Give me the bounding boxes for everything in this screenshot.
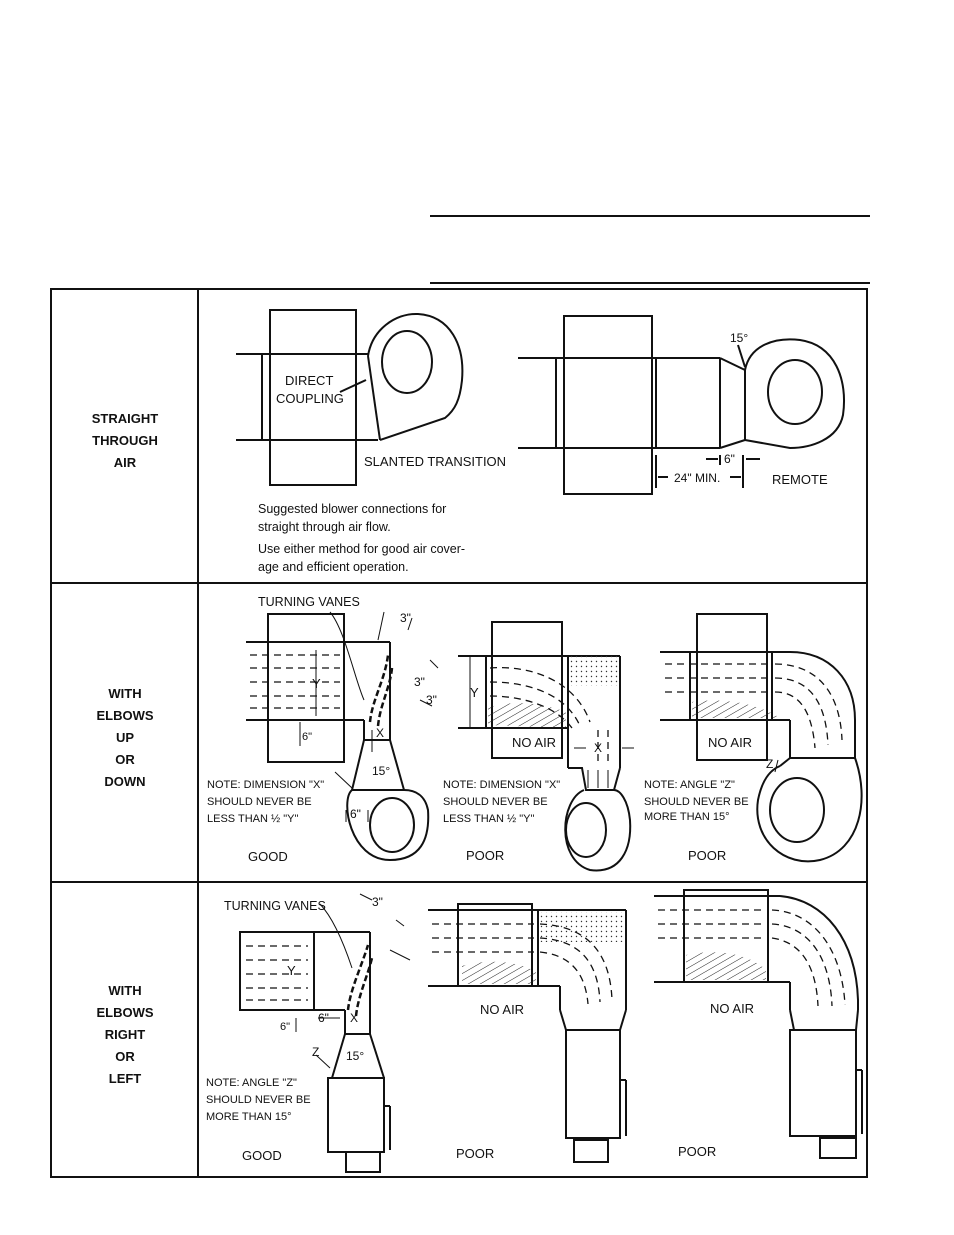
direct-coupling-label: COUPLING — [276, 391, 344, 406]
elbow-side-poor-angle-diagram — [654, 889, 863, 1159]
dim-6-label: 6" — [724, 452, 735, 466]
note-line: SHOULD NEVER BE — [443, 796, 548, 808]
dim-6-label: 6" — [350, 807, 361, 821]
note-line: SHOULD NEVER BE — [207, 796, 312, 808]
note-line: NOTE: DIMENSION "X" — [207, 779, 324, 791]
dim-3-label: 3" — [372, 895, 383, 909]
direct-coupling-label: DIRECT — [285, 373, 333, 388]
header-rule-top — [430, 215, 870, 217]
row-label-line: WITH — [108, 983, 142, 998]
remote-label: REMOTE — [772, 472, 828, 487]
row-label-straight: STRAIGHT THROUGH AIR — [50, 408, 200, 474]
z-label: Z — [312, 1045, 319, 1059]
no-air-label: NO AIR — [710, 1001, 754, 1016]
row-label-line: DOWN — [104, 774, 146, 789]
verdict-label-good: GOOD — [248, 849, 288, 864]
note-line: LESS THAN ½ "Y" — [207, 813, 298, 825]
verdict-label-poor: POOR — [688, 848, 726, 863]
note-line: NOTE: DIMENSION "X" — [443, 779, 560, 791]
verdict-label-poor: POOR — [456, 1146, 494, 1161]
caption-line: Suggested blower connections for — [258, 502, 446, 516]
header-rule-bottom — [430, 282, 870, 284]
caption-line: Use either method for good air cover- — [258, 542, 465, 556]
verdict-label-poor: POOR — [678, 1144, 716, 1159]
note-line: LESS THAN ½ "Y" — [443, 813, 534, 825]
no-air-label: NO AIR — [512, 735, 556, 750]
note-line: SHOULD NEVER BE — [644, 796, 749, 808]
angle-label: 15° — [346, 1049, 364, 1063]
remote-angle-label: 15° — [730, 331, 748, 345]
x-label: X — [376, 726, 384, 740]
dim-3-label: 3" — [414, 675, 425, 689]
note-line: MORE THAN 15° — [206, 1111, 292, 1123]
note-line: SHOULD NEVER BE — [206, 1094, 311, 1106]
dim-24-label: 24" MIN. — [674, 471, 720, 485]
row-label-line: RIGHT — [104, 1027, 146, 1042]
elbow-up-poor-narrow-diagram — [458, 621, 634, 872]
dim-6-label: 6" — [318, 1011, 329, 1025]
diagram-table — [50, 288, 868, 1178]
note-line: NOTE: ANGLE "Z" — [206, 1077, 297, 1089]
row-label-line: OR — [115, 752, 135, 767]
slanted-transition-label: SLANTED TRANSITION — [364, 454, 506, 469]
caption-line: age and efficient operation. — [258, 560, 409, 574]
row-label-line: AIR — [113, 455, 137, 470]
verdict-label-good: GOOD — [242, 1148, 282, 1163]
dim-3-label: 3" — [426, 693, 437, 707]
dim-6-label: 6" — [302, 731, 312, 743]
row-label-right-left: WITH ELBOWS RIGHT OR LEFT — [50, 980, 200, 1090]
elbow-up-good-diagram — [246, 611, 439, 862]
row-label-line: ELBOWS — [96, 708, 154, 723]
note-line: NOTE: ANGLE "Z" — [644, 779, 735, 791]
z-label: Z — [766, 757, 773, 771]
elbow-up-poor-angle-diagram — [660, 613, 863, 863]
turning-vanes-label: TURNING VANES — [258, 595, 360, 609]
row-label-line: LEFT — [108, 1071, 142, 1086]
verdict-label-poor: POOR — [466, 848, 504, 863]
table-grid-lines — [50, 288, 868, 1178]
row-label-line: THROUGH — [92, 433, 158, 448]
elbow-side-good-diagram — [239, 893, 411, 1173]
note-line: MORE THAN 15° — [644, 811, 730, 823]
x-label: X — [594, 741, 602, 755]
row-label-line: STRAIGHT — [91, 411, 159, 426]
row-label-line: ELBOWS — [96, 1005, 154, 1020]
elbow-side-poor-narrow-diagram — [428, 903, 627, 1163]
dim-3-label: 3" — [400, 611, 411, 625]
row-label-line: OR — [115, 1049, 135, 1064]
row-label-line: WITH — [108, 686, 142, 701]
no-air-label: NO AIR — [480, 1002, 524, 1017]
angle-label: 15° — [372, 764, 390, 778]
turning-vanes-label: TURNING VANES — [224, 899, 326, 913]
row-label-up-down: WITH ELBOWS UP OR DOWN — [50, 683, 200, 793]
caption-line: straight through air flow. — [258, 520, 391, 534]
x-label: X — [350, 1011, 358, 1025]
remote-coupling-diagram — [518, 315, 845, 495]
y-label: Y — [287, 963, 296, 978]
direct-coupling-diagram — [236, 309, 464, 486]
dim-6-label: 6" — [280, 1021, 290, 1033]
y-label: Y — [470, 685, 479, 700]
no-air-label: NO AIR — [708, 735, 752, 750]
row-label-line: UP — [115, 730, 135, 745]
y-label: Y — [312, 676, 321, 691]
